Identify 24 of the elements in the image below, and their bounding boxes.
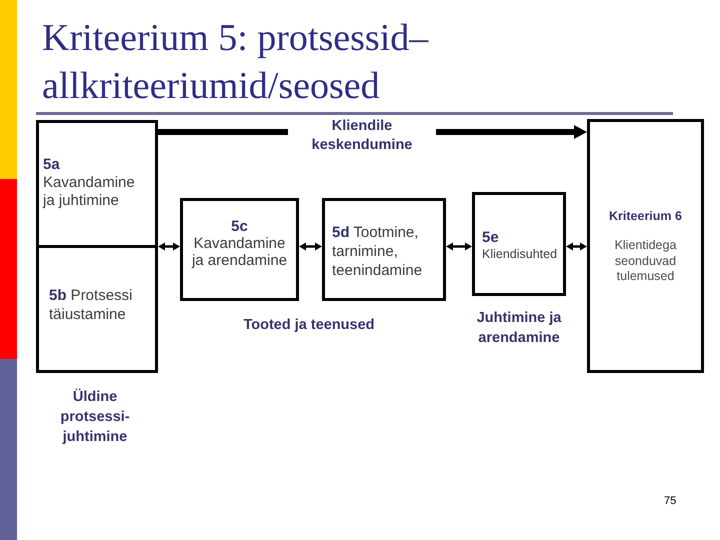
group-caption: Tooted ja teenused: [242, 316, 376, 335]
double-arrow: [299, 242, 322, 250]
double-arrow: [158, 242, 180, 250]
box-heading: 5c: [231, 218, 248, 235]
process-box: [322, 198, 446, 301]
group-caption: Juhtimine ja arendamine: [476, 309, 562, 348]
box-text: 5d Tootmine, tarnimine, teenindamine: [332, 223, 424, 280]
slide-title: Kriteerium 5: protsessid– allkriteeriumid/seosed: [42, 16, 430, 109]
page-number: 75: [664, 495, 676, 508]
box-text: Klientidega seonduvad tulemused: [614, 238, 678, 284]
double-arrow: [566, 242, 587, 250]
box-heading: 5a: [43, 156, 61, 174]
group-box: [36, 120, 158, 373]
box-text: Kavandamine ja juhtimine: [43, 174, 136, 210]
box-text: 5b Protsessi täiustamine: [49, 286, 134, 324]
box-heading: 5e: [482, 229, 500, 246]
box-text: Kliendisuhted: [482, 246, 558, 263]
double-arrow: [446, 242, 472, 250]
process-box: [587, 119, 704, 373]
process-box: [472, 192, 566, 296]
process-box: [180, 198, 299, 301]
box-text: Kavandamine ja arendamine: [190, 235, 288, 269]
box-heading: Kriteerium 6: [609, 208, 682, 224]
group-caption: Üldine protsessi-juhtimine: [59, 388, 131, 447]
